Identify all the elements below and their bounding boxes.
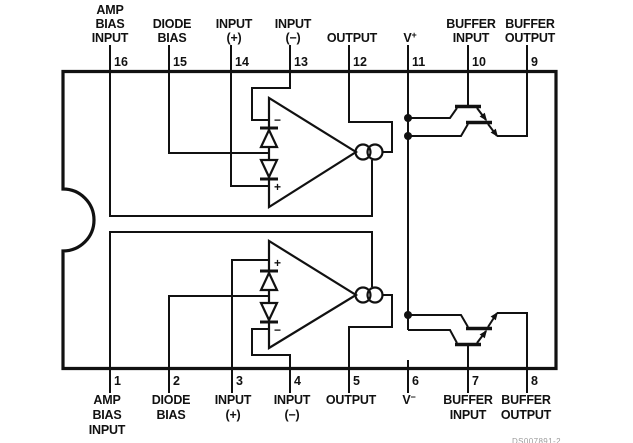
pin-13-wire	[251, 45, 291, 121]
pin-number: 10	[472, 55, 486, 69]
diode-icon	[259, 301, 279, 323]
pin-4-wire	[251, 328, 291, 393]
top-half-wiring	[109, 45, 528, 330]
package-outline	[61, 69, 558, 371]
pin-16-wire	[109, 45, 373, 217]
emitter-arrow-icon	[479, 112, 487, 121]
pin-6-label: V−	[402, 392, 415, 407]
junction-dot	[404, 114, 412, 122]
bottom-pin-labels: AMP BIAS INPUT DIODE BIAS INPUT (+) INPU…	[89, 392, 552, 437]
pin-number: 16	[114, 55, 128, 69]
pin-10-label: BUFFER	[446, 17, 496, 31]
buffer-1-symbol	[404, 104, 498, 140]
inverting-input-sign: −	[274, 113, 281, 127]
transistor-collector	[408, 314, 469, 328]
noninverting-input-sign: +	[274, 256, 281, 270]
diode-icon	[259, 158, 279, 180]
pin-number: 8	[531, 374, 538, 388]
pin-8-label: OUTPUT	[501, 408, 552, 422]
pin-16-label: BIAS	[95, 17, 124, 31]
inverting-input-sign: −	[274, 323, 281, 337]
pin-8-label: BUFFER	[501, 393, 551, 407]
pin-15-label: BIAS	[157, 31, 186, 45]
opamp-triangle	[267, 96, 359, 209]
pin-5-wire	[348, 294, 393, 393]
opamp-triangle	[267, 239, 359, 350]
current-source-icon	[354, 143, 372, 161]
pin-15-wire	[168, 45, 269, 154]
pin-number: 1	[114, 374, 121, 388]
pin-number: 4	[294, 374, 301, 388]
pin-4-label: (−)	[284, 408, 299, 422]
pin-8-wire	[497, 312, 528, 393]
top-pin-labels: AMP BIAS INPUT DIODE BIAS INPUT (+) INPU…	[92, 3, 556, 45]
junction-dot	[404, 132, 412, 140]
pin-number: 6	[412, 374, 419, 388]
pin-number: 5	[353, 374, 360, 388]
pin-number: 14	[235, 55, 249, 69]
pin-13-label: (−)	[285, 31, 300, 45]
top-pin-numbers: 16 15 14 13 12 11 10 9	[114, 55, 538, 69]
pin-12-label: OUTPUT	[327, 31, 378, 45]
diode-icon	[259, 270, 279, 292]
emitter-arrow-icon	[490, 128, 498, 137]
pin-11-label: V+	[403, 30, 416, 45]
transistor-collector	[408, 329, 458, 344]
pin-10-label: INPUT	[453, 31, 490, 45]
pin-number: 3	[236, 374, 243, 388]
pin-number: 9	[531, 55, 538, 69]
current-source-icon	[354, 286, 372, 304]
pin-15-label: DIODE	[153, 17, 192, 31]
junction-dot	[404, 311, 412, 319]
pin-14-label: INPUT	[216, 17, 253, 31]
pin-1-wire	[109, 231, 373, 393]
transistor-collector	[408, 123, 469, 137]
pin-16-label: AMP	[96, 3, 123, 17]
pin-2-label: BIAS	[156, 408, 185, 422]
noninverting-input-sign: +	[274, 180, 281, 194]
bottom-pin-numbers: 1 2 3 4 5 6 7 8	[114, 374, 538, 388]
pin-14-wire	[230, 45, 269, 187]
pin-number: 7	[472, 374, 479, 388]
transistor-collector	[408, 107, 458, 119]
emitter-arrow-icon	[490, 312, 498, 321]
pin-number: 2	[173, 374, 180, 388]
current-source-icon	[366, 286, 384, 304]
current-source-icon	[366, 143, 384, 161]
opamp-1-symbol: − +	[259, 96, 384, 209]
pin-2-label: DIODE	[152, 393, 191, 407]
pin-13-label: INPUT	[275, 17, 312, 31]
pin-7-label: BUFFER	[443, 393, 493, 407]
pin-9-label: BUFFER	[505, 17, 555, 31]
pin-3-label: (+)	[225, 408, 240, 422]
bottom-half-wiring	[109, 231, 528, 393]
pin-number: 12	[353, 55, 367, 69]
document-code: DS007891-2	[512, 437, 561, 443]
pin-1-label: AMP	[93, 393, 120, 407]
emitter-arrow-icon	[479, 330, 487, 339]
pin-3-label: INPUT	[215, 393, 252, 407]
buffer-2-symbol	[404, 311, 498, 347]
pin-9-wire	[497, 45, 528, 137]
pin-1-label: BIAS	[92, 408, 121, 422]
pin-12-wire	[348, 45, 393, 153]
pin-4-label: INPUT	[274, 393, 311, 407]
pin-9-label: OUTPUT	[505, 31, 556, 45]
pin-5-label: OUTPUT	[326, 393, 377, 407]
pin-2-wire	[168, 295, 269, 393]
pin-number: 11	[412, 55, 425, 69]
diode-icon	[259, 127, 279, 149]
pin-number: 15	[173, 55, 187, 69]
pin-7-label: INPUT	[450, 408, 487, 422]
pin-14-label: (+)	[226, 31, 241, 45]
pin-1-label: INPUT	[89, 423, 126, 437]
pin-16-label: INPUT	[92, 31, 129, 45]
pin-3-wire	[231, 259, 269, 393]
pin-number: 13	[294, 55, 308, 69]
opamp-2-symbol: + −	[259, 239, 384, 350]
